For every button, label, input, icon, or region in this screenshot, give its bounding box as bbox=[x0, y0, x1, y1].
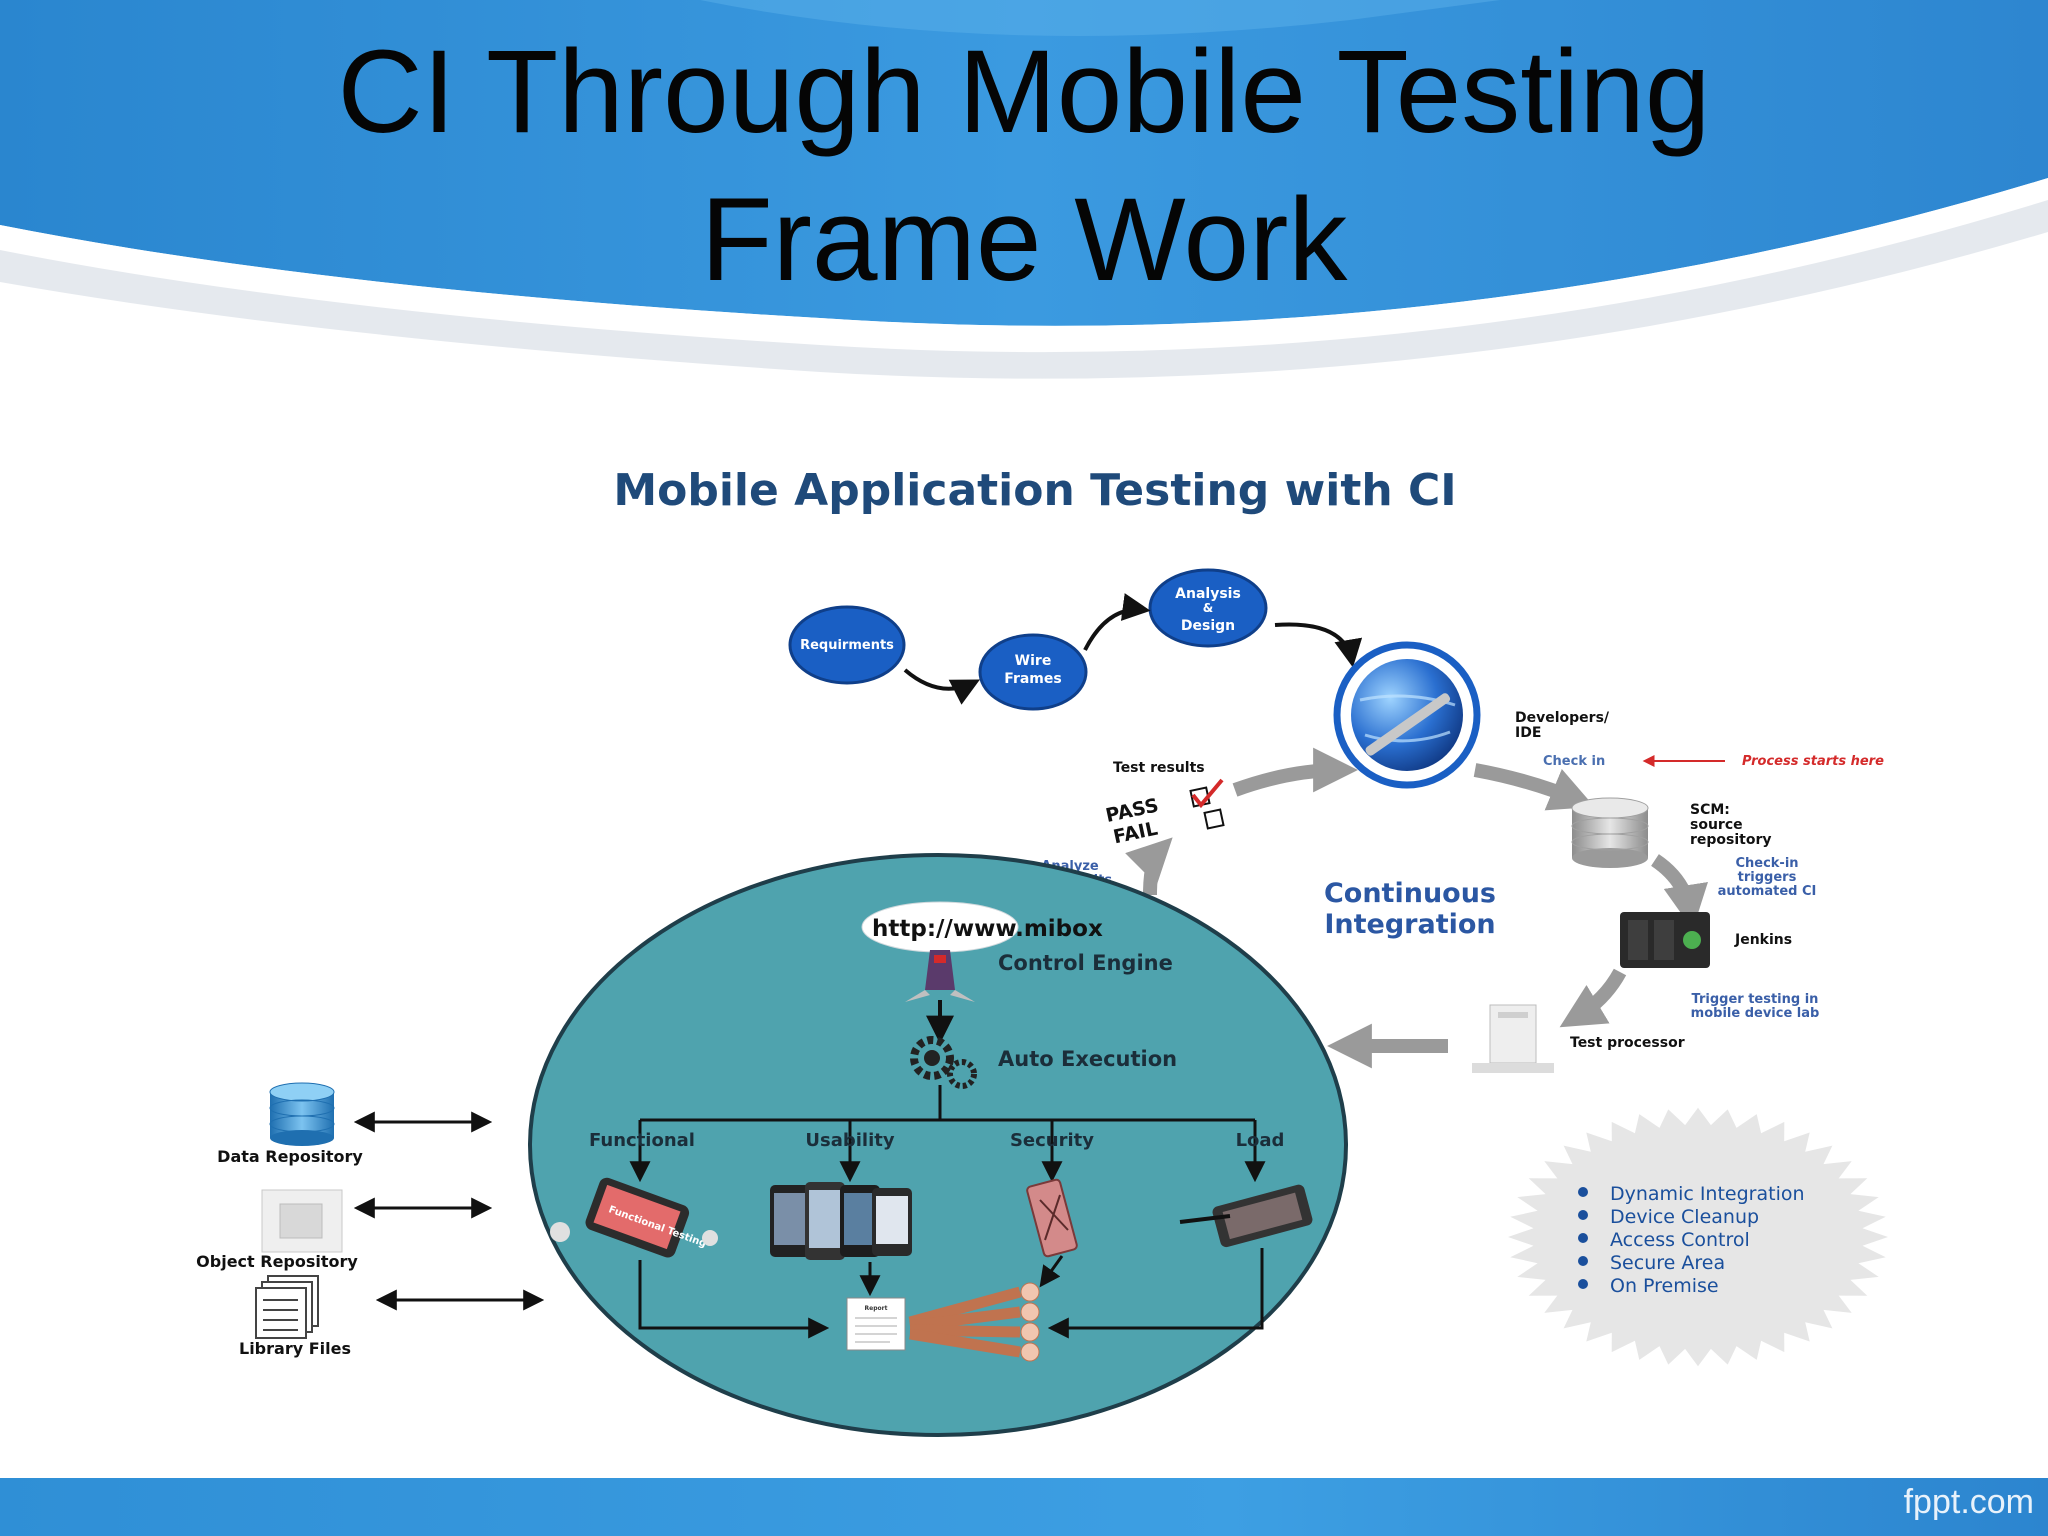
process-starts-label: Process starts here bbox=[1742, 754, 1884, 769]
scm-database-icon bbox=[1571, 797, 1649, 868]
device-lab-ellipse bbox=[528, 853, 1348, 1437]
jenkins-label: Jenkins bbox=[1734, 932, 1792, 948]
developers-label-2: IDE bbox=[1515, 725, 1541, 741]
arrow-wire-to-analysis bbox=[1083, 593, 1151, 651]
trigger-testing-1: Trigger testing in bbox=[1692, 992, 1819, 1007]
library-files-icon bbox=[255, 1275, 319, 1339]
phase-frames-label: Frames bbox=[1004, 671, 1061, 687]
library-files-label: Library Files bbox=[239, 1339, 351, 1358]
arrow-results-to-ide bbox=[1232, 747, 1358, 797]
phase-analysis-design: Analysis & Design bbox=[1148, 568, 1268, 648]
phase-requirements-label: Requirments bbox=[800, 638, 894, 653]
test-results-label: Test results bbox=[1113, 760, 1205, 776]
arrow-security-to-report bbox=[1039, 1255, 1064, 1288]
developers-ide-globe bbox=[1333, 641, 1481, 789]
footer-brand: fppt.com bbox=[1903, 1483, 2034, 1521]
slide-title-line-1: CI Through Mobile Testing bbox=[337, 26, 1711, 158]
test-processor-label: Test processor bbox=[1570, 1035, 1685, 1051]
wrench-icon bbox=[1365, 693, 1451, 756]
data-repository-label: Data Repository bbox=[217, 1147, 363, 1166]
phase-requirements: Requirments bbox=[788, 605, 906, 685]
control-engine-icon bbox=[905, 950, 975, 1002]
scm-label-2: source bbox=[1690, 817, 1743, 833]
phase-analysis-label: Analysis bbox=[1175, 586, 1241, 602]
test-type-functional: Functional bbox=[589, 1130, 695, 1151]
developers-label-1: Developers/ bbox=[1515, 710, 1610, 726]
report-document-icon: Report bbox=[846, 1297, 906, 1351]
object-repository-icon bbox=[261, 1189, 343, 1253]
check-in-label: Check in bbox=[1543, 754, 1605, 769]
scm-label-1: SCM: bbox=[1690, 802, 1730, 818]
http-text: http://www.mibox bbox=[872, 916, 1103, 942]
fail-checkbox bbox=[1203, 808, 1225, 830]
jenkins-server-icon bbox=[1620, 912, 1710, 968]
object-repository-label: Object Repository bbox=[196, 1252, 358, 1271]
feature-on-premise: On Premise bbox=[1610, 1275, 1719, 1297]
ci-label-1: Continuous bbox=[1324, 878, 1496, 909]
arrow-req-to-wire bbox=[903, 668, 980, 705]
test-processor-icon bbox=[1472, 1004, 1554, 1073]
slide-title: CI Through Mobile Testing Frame Work bbox=[0, 18, 2048, 314]
ci-label-2: Integration bbox=[1324, 909, 1495, 940]
checkin-triggers-1: Check-in bbox=[1735, 856, 1798, 871]
security-device-icon bbox=[1026, 1178, 1078, 1258]
http-cloud: http://www.mibox bbox=[861, 901, 1103, 953]
load-device-icon bbox=[1179, 1184, 1313, 1248]
data-repository-icon bbox=[269, 1082, 335, 1146]
auto-execution-label: Auto Execution bbox=[998, 1047, 1177, 1071]
phase-design-label: Design bbox=[1181, 618, 1235, 634]
test-type-load: Load bbox=[1236, 1130, 1285, 1151]
test-type-usability: Usability bbox=[805, 1130, 894, 1151]
phase-wire-label: Wire bbox=[1015, 653, 1052, 669]
scm-label-3: repository bbox=[1690, 832, 1772, 848]
arrow-jenkins-to-processor bbox=[1559, 968, 1627, 1028]
arrow-scm-to-jenkins bbox=[1650, 854, 1708, 930]
phase-ampersand-label: & bbox=[1203, 601, 1213, 615]
slide-title-line-2: Frame Work bbox=[700, 174, 1348, 306]
arrow-load-to-report bbox=[1047, 1248, 1264, 1339]
report-text: Report bbox=[865, 1305, 888, 1312]
control-engine-label: Control Engine bbox=[998, 951, 1173, 975]
arrow-analyze-to-results bbox=[1125, 837, 1173, 896]
checkin-triggers-3: automated CI bbox=[1718, 884, 1817, 899]
features-list: Dynamic Integration Device Cleanup Acces… bbox=[1578, 1183, 1805, 1297]
test-type-security: Security bbox=[1010, 1130, 1094, 1151]
feature-secure-area: Secure Area bbox=[1610, 1252, 1725, 1274]
checkin-triggers-2: triggers bbox=[1738, 870, 1797, 885]
gear-icon bbox=[910, 1036, 977, 1089]
diagram-heading: Mobile Application Testing with CI bbox=[613, 465, 1456, 516]
arrow-functional-to-report bbox=[638, 1260, 830, 1339]
usability-phones-icon bbox=[770, 1182, 912, 1260]
pass-check-icon bbox=[1191, 778, 1224, 809]
trigger-testing-2: mobile device lab bbox=[1691, 1006, 1820, 1021]
feature-access-control: Access Control bbox=[1610, 1229, 1750, 1251]
feature-device-cleanup: Device Cleanup bbox=[1610, 1206, 1759, 1228]
feature-dynamic-integration: Dynamic Integration bbox=[1610, 1183, 1805, 1205]
arrow-ide-to-scm bbox=[1473, 763, 1595, 811]
arrow-analysis-to-ide bbox=[1274, 622, 1363, 668]
phase-wire-frames: Wire Frames bbox=[978, 633, 1088, 711]
features-starburst bbox=[1508, 1107, 1888, 1367]
results-fan bbox=[908, 1282, 1040, 1362]
